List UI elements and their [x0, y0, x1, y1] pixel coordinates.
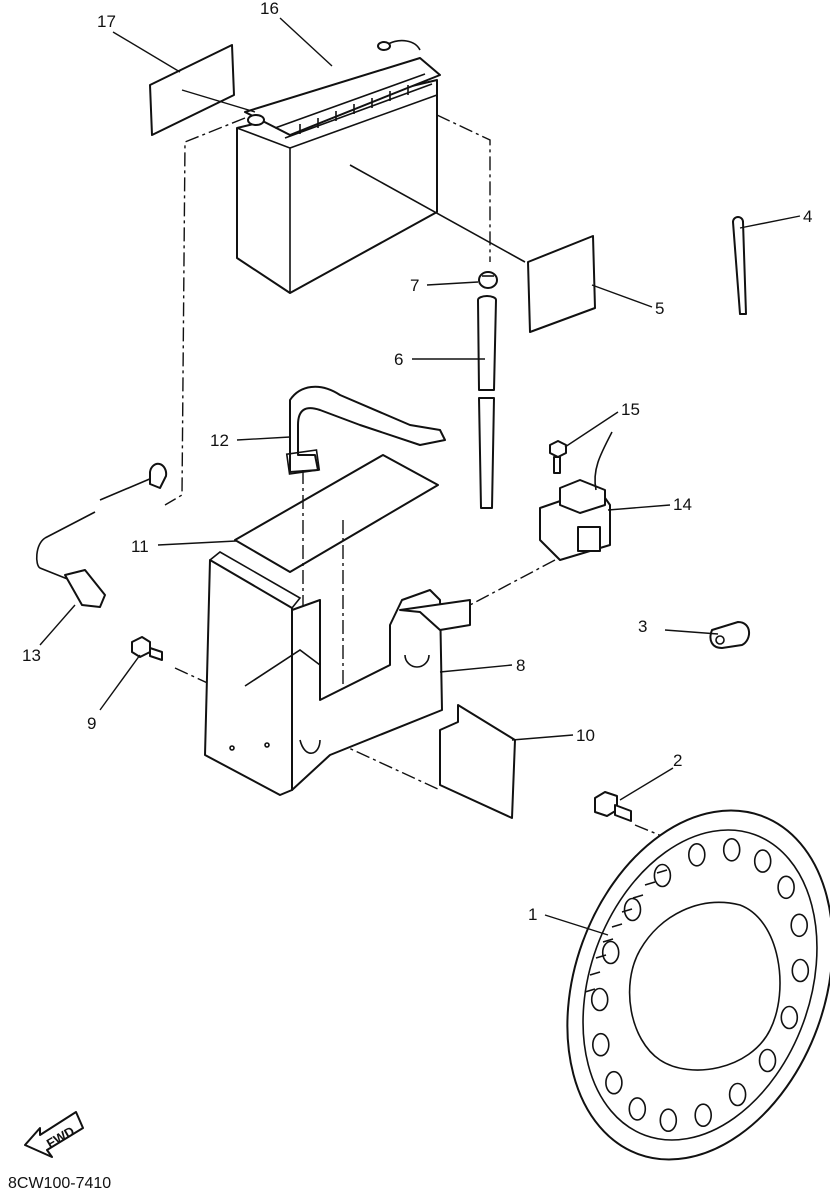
rotor-hole: [753, 849, 772, 873]
drawing-code: 8CW100-7410: [8, 1175, 111, 1192]
rotor-hole: [777, 875, 795, 900]
part-6-hose: [477, 295, 497, 509]
callout-5: 5: [655, 299, 664, 318]
part-8-battery-box: [204, 551, 471, 796]
leader-lines: [39, 17, 801, 936]
rotor-hole: [653, 863, 672, 888]
callout-7: 7: [410, 276, 419, 295]
rotor-hole: [659, 1108, 678, 1132]
rotor-hole: [628, 1097, 647, 1121]
callout-8: 8: [516, 656, 525, 675]
part-5-label: [527, 235, 596, 333]
callout-14: 14: [673, 495, 692, 514]
rotor-hole: [590, 987, 609, 1012]
callout-11: 11: [131, 537, 149, 556]
callout-17: 17: [97, 12, 116, 31]
callout-16: 16: [260, 0, 279, 18]
callout-labels: 17 16 4 5 7 6 15 12 14 11 3 13 8 9 10 2 …: [22, 0, 812, 924]
callout-2: 2: [673, 751, 682, 770]
rotor-hole: [601, 940, 620, 965]
callout-9: 9: [87, 714, 96, 733]
part-15-screw: [549, 440, 567, 474]
part-9-bolt: [131, 636, 163, 661]
part-10-cover: [439, 704, 516, 819]
part-1-rotor-disc: [566, 809, 830, 1161]
part-4-pin: [732, 216, 747, 315]
rotor-hole: [623, 897, 642, 922]
rotor-hole: [605, 1070, 623, 1095]
rotor-hole: [591, 1032, 610, 1057]
rotor-hole: [791, 958, 810, 983]
part-3-clamp: [709, 621, 750, 649]
callout-13: 13: [22, 646, 41, 665]
part-7-clamp: [478, 271, 498, 289]
part-2-bolt: [594, 791, 632, 822]
rotor-hole: [780, 1005, 799, 1030]
part-14-starter-relay: [539, 431, 613, 561]
rotor-hole: [694, 1103, 713, 1127]
rotor-hole: [687, 842, 706, 867]
rotor-hole: [728, 1082, 747, 1107]
part-17-label-sheet: [149, 44, 235, 136]
callout-6: 6: [394, 350, 403, 369]
callout-12: 12: [210, 431, 229, 450]
part-16-battery: [236, 39, 526, 294]
part-12-battery-band: [285, 385, 446, 475]
callout-4: 4: [803, 207, 812, 226]
part-11-rubber-sheet: [234, 454, 439, 573]
callout-1: 1: [528, 905, 537, 924]
callout-15: 15: [621, 400, 640, 419]
rotor-hole: [790, 913, 809, 938]
callout-3: 3: [638, 617, 647, 636]
fwd-arrow-icon: FWD: [24, 1111, 84, 1158]
rotor-hole: [722, 837, 741, 862]
callout-10: 10: [576, 726, 595, 745]
rotor-hole: [758, 1048, 777, 1073]
part-13-lead-wire: [35, 462, 168, 608]
